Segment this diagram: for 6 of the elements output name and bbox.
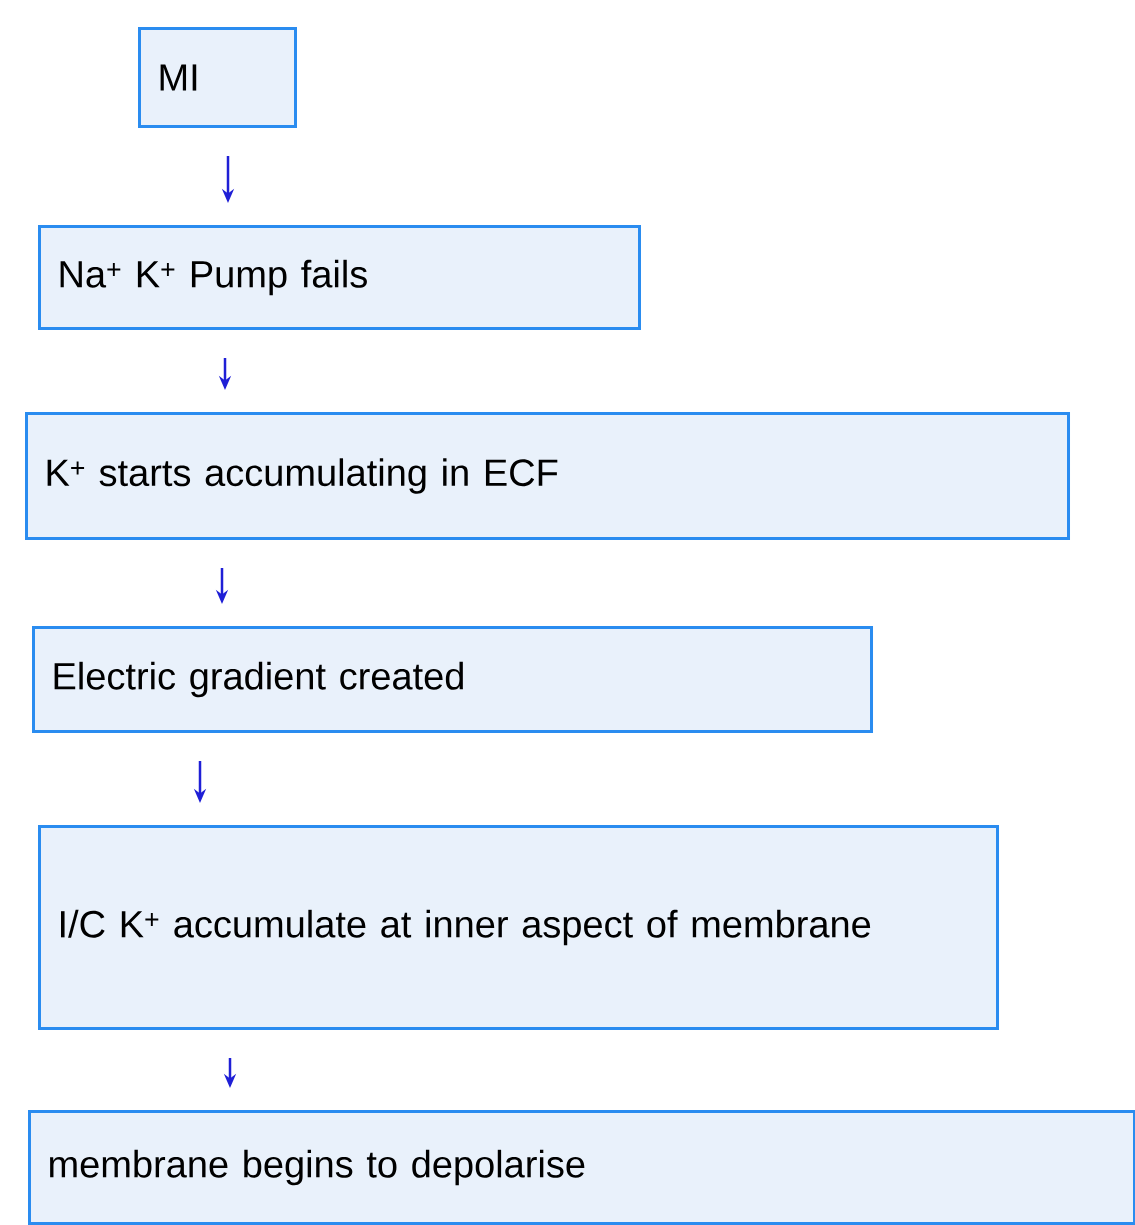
process-box: membrane begins to depolarise bbox=[28, 1110, 1135, 1225]
process-box: Electric gradient created bbox=[32, 626, 873, 733]
process-box: I/C K$^{+}$ accumulate at inner aspect of membrane bbox=[38, 825, 999, 1030]
process-box: K$^{+}$ starts accumulating in ECF bbox=[25, 412, 1070, 540]
process-box: MI bbox=[138, 27, 297, 128]
process-box: Na$^{+}$ K$^{+}$ Pump fails bbox=[38, 225, 641, 330]
